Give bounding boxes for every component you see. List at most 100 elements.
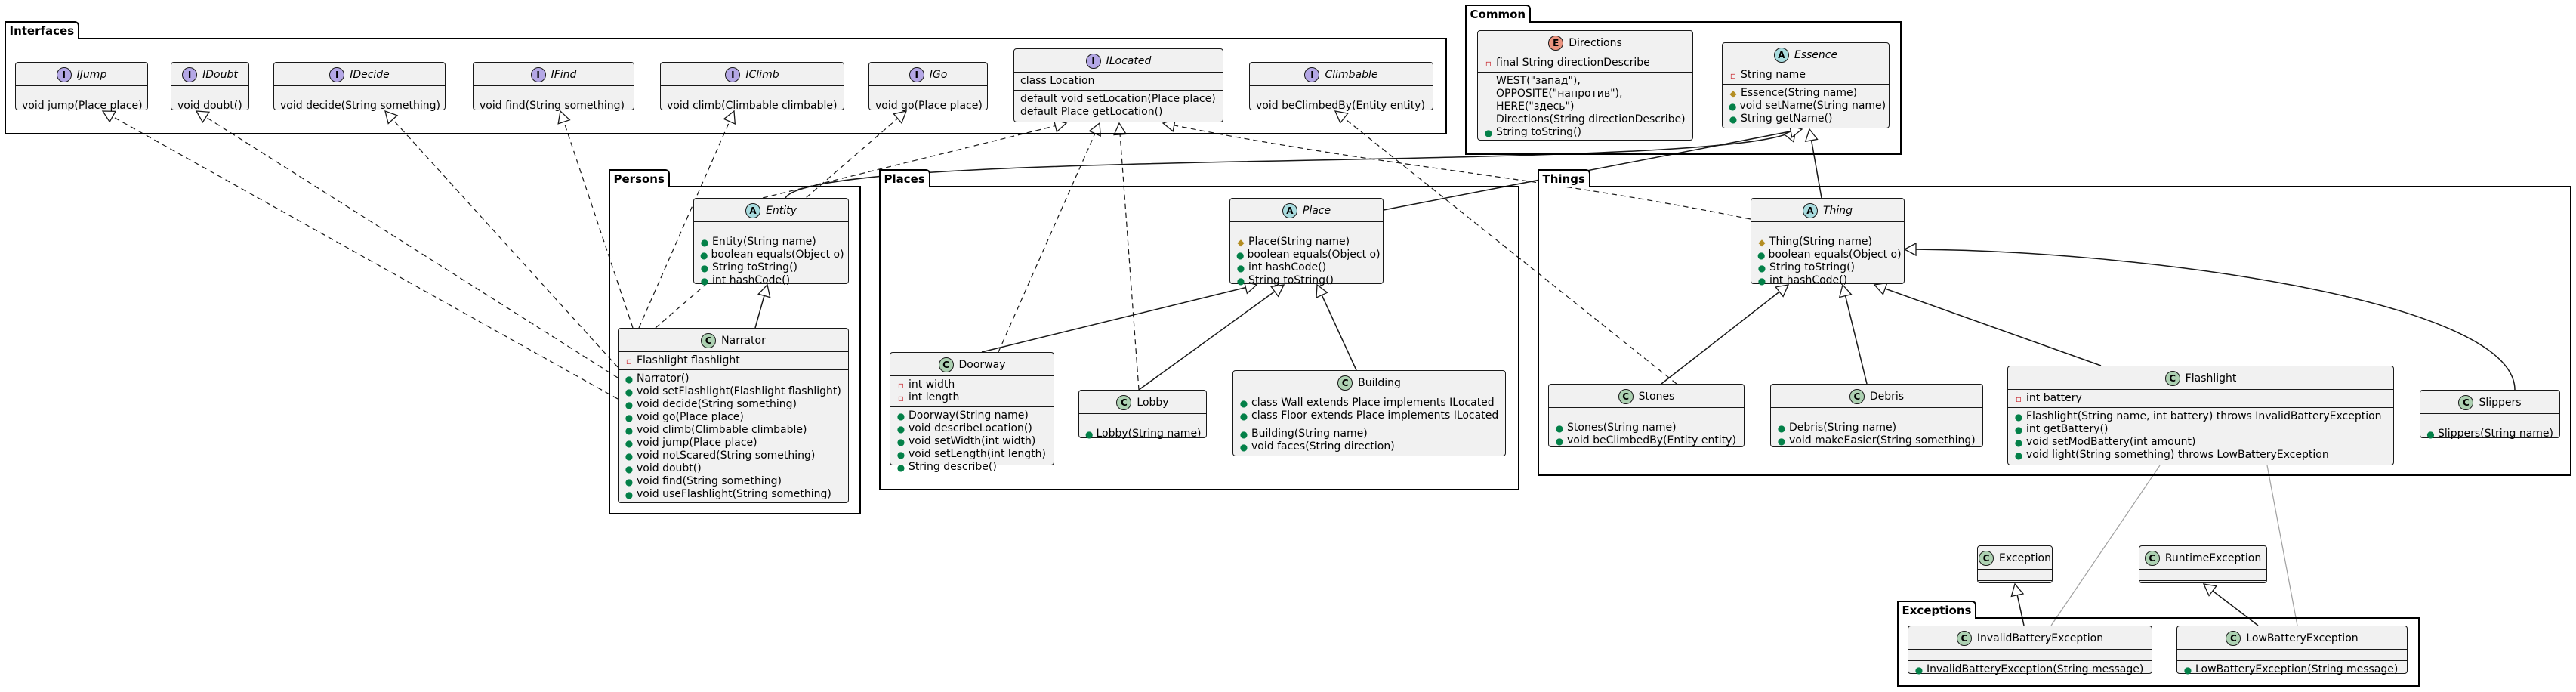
public-icon: ●	[625, 463, 634, 474]
method-line: void find(String something)	[480, 100, 625, 112]
public-icon: ●	[1757, 262, 1766, 273]
method-line: Doorway(String name)	[909, 409, 1029, 422]
edge-flashlight-thing	[1873, 282, 2102, 366]
methods-section	[1978, 581, 2052, 592]
public-icon: ●	[1914, 664, 1924, 675]
public-icon: ●	[1484, 127, 1493, 138]
methods-section: ●Flashlight(String name, int battery) th…	[2008, 408, 2393, 464]
fields-section	[1230, 222, 1383, 233]
class-icon: C	[1956, 631, 1972, 646]
public-icon: ●	[2014, 411, 2023, 422]
method-line: Place(String name)	[1248, 236, 1350, 248]
interface-icon: I	[725, 67, 741, 82]
package-common-label: Common	[1464, 5, 1532, 23]
package-common: Common	[1464, 5, 1902, 155]
edge-narrator-iclimb	[638, 110, 736, 329]
package-places: Places	[878, 169, 1519, 490]
method-line: void go(Place place)	[637, 411, 744, 423]
fields-section: ▫int battery	[2008, 390, 2393, 408]
method-line: void notScared(String something)	[637, 449, 816, 462]
method-line: String getName()	[1741, 113, 1833, 125]
method-line: Building(String name)	[1251, 428, 1368, 440]
edge-slippers-thing	[1903, 242, 2516, 391]
class-name: IGo	[929, 69, 948, 81]
class-name: Exception	[1999, 552, 2051, 564]
class-name: Flashlight	[2185, 372, 2237, 385]
public-icon: ●	[2183, 664, 2192, 675]
public-icon: ●	[700, 262, 709, 273]
field-line: class Location	[1020, 75, 1095, 87]
interface-icon: I	[182, 67, 198, 82]
fields-section: ▫int width ▫int length	[890, 376, 1054, 407]
protected-icon: ◆	[1237, 236, 1245, 248]
methods-section: ◆Thing(String name) ●boolean equals(Obje…	[1751, 233, 1904, 289]
private-icon: ▫	[1485, 57, 1492, 69]
interface-icon: I	[56, 67, 72, 82]
fields-section: ▫ String name	[1723, 66, 1889, 85]
method-line: int hashCode()	[1769, 274, 1848, 286]
fields-section: ●class Wall extends Place implements ILo…	[1233, 394, 1505, 425]
methods-section: void jump(Place place)	[16, 97, 147, 115]
fields-section: ▫Flashlight flashlight	[619, 352, 848, 370]
methods-section: ●Entity(String name) ●boolean equals(Obj…	[694, 233, 848, 289]
public-icon: ●	[896, 423, 905, 434]
method-line: void decide(String something)	[280, 100, 440, 112]
fields-section	[16, 86, 147, 97]
class-name: Slippers	[2479, 397, 2522, 409]
fields-section	[274, 86, 445, 97]
enum-constant: HERE("здесь")	[1496, 100, 1575, 113]
public-icon: ●	[625, 476, 634, 487]
edge-narrator-ijump	[101, 110, 619, 400]
public-icon: ●	[1239, 410, 1248, 422]
public-icon: ●	[1236, 249, 1245, 261]
method-line: String toString()	[1769, 261, 1855, 273]
fields-section: class Location	[1014, 73, 1223, 91]
method-line: void beClimbedBy(Entity entity)	[1256, 100, 1425, 112]
method-line: void decide(String something)	[637, 398, 797, 410]
public-icon: ●	[625, 373, 634, 385]
method-line: void setLength(int length)	[909, 448, 1047, 460]
fields-section	[2177, 650, 2407, 661]
field-line: String name	[1741, 69, 1806, 81]
public-icon: ●	[625, 425, 634, 436]
public-icon: ●	[1239, 441, 1248, 453]
methods-section: void go(Place place)	[869, 97, 987, 115]
private-icon: ▫	[897, 392, 905, 403]
class-name: IDecide	[350, 69, 390, 81]
fields-section	[869, 86, 987, 97]
field-line: class Floor extends Place implements ILo…	[1251, 409, 1499, 422]
field-line: Flashlight flashlight	[637, 354, 740, 366]
method-line: void makeEasier(String something)	[1789, 434, 1976, 446]
fields-section	[2139, 570, 2266, 581]
private-icon: ▫	[1729, 70, 1737, 81]
method-line: void find(String something)	[637, 475, 782, 487]
fields-section	[1250, 86, 1433, 97]
method-line: Directions(String directionDescribe)	[1496, 113, 1686, 125]
public-icon: ●	[1555, 422, 1564, 434]
